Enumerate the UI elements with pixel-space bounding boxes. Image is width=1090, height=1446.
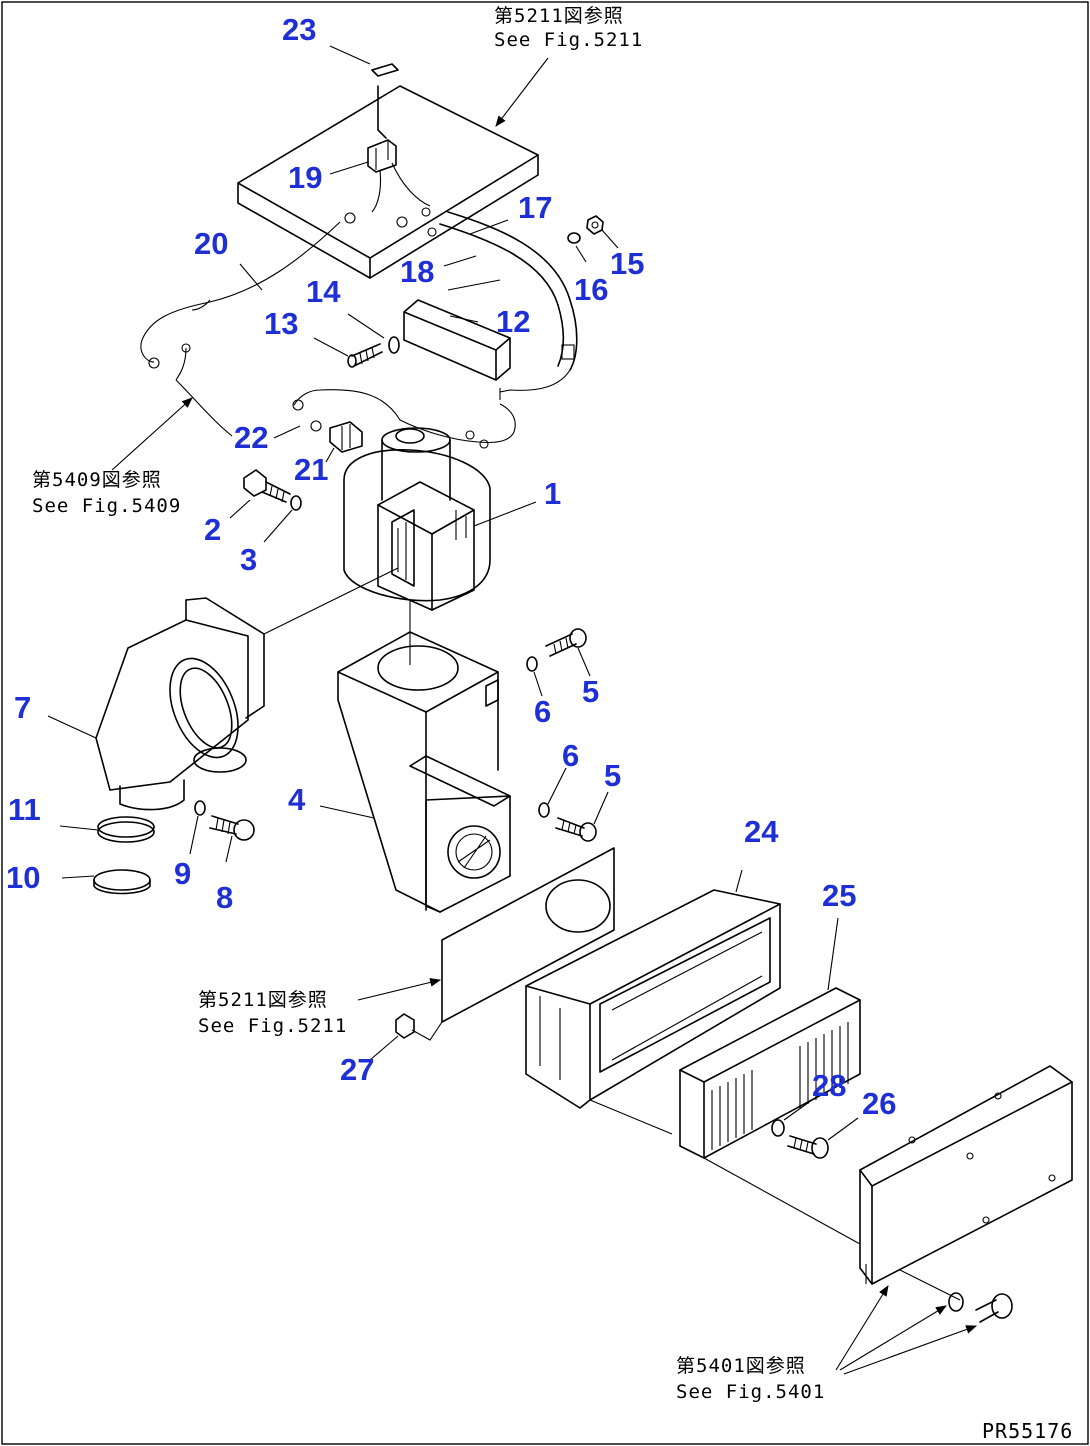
bolt-part-26: [787, 1135, 829, 1159]
drawing-number: PR55176: [982, 1419, 1073, 1443]
ref-5401-jp: 第5401図参照: [676, 1355, 806, 1377]
top-plate-part: [237, 85, 539, 279]
duct-part-7: [95, 597, 265, 811]
ring-part-10: [93, 869, 151, 895]
washer-part-6a: [526, 656, 538, 672]
reference-arrows: [111, 57, 978, 1375]
callout-12: 12: [496, 304, 530, 339]
ref-5211-mid-en: See Fig.5211: [198, 1015, 347, 1037]
callout-6b: 6: [562, 738, 579, 773]
connector-part-21: [310, 420, 363, 453]
ref-5211-top-en: See Fig.5211: [494, 29, 643, 51]
washer-part-5401: [948, 1292, 964, 1312]
callout-24: 24: [744, 814, 779, 849]
washer-part-6b: [538, 802, 550, 818]
assembly-line-c: [899, 1269, 961, 1301]
resistor-part-12: [403, 299, 511, 400]
ref-5211-mid-jp: 第5211図参照: [198, 989, 328, 1011]
hose-part-17: [439, 211, 578, 393]
clamp-part-11: [97, 816, 155, 843]
cover-panel-part: [859, 1065, 1073, 1285]
assembly-line-b: [703, 1157, 861, 1245]
callout-15: 15: [610, 246, 644, 281]
nut-part-15: [586, 215, 604, 235]
washer-part-9: [194, 800, 206, 816]
callout-21: 21: [294, 452, 328, 487]
screw-part-13: [347, 343, 383, 368]
callout-2: 2: [204, 512, 221, 547]
callout-1: 1: [544, 476, 561, 511]
leader-lines: [47, 45, 859, 1141]
assembly-line-a: [589, 1099, 673, 1135]
callout-19: 19: [288, 160, 322, 195]
ref-5409-jp: 第5409図参照: [32, 469, 162, 491]
cap-part-27: [395, 1013, 415, 1039]
axis-line-duct: [263, 567, 399, 635]
washer-part-16: [567, 232, 581, 244]
callout-27: 27: [340, 1052, 374, 1087]
callout-28: 28: [812, 1068, 846, 1103]
callout-10: 10: [6, 860, 40, 895]
ref-5409-en: See Fig.5409: [32, 495, 181, 517]
washer-part-3: [290, 495, 302, 511]
duct-part-4: [337, 631, 511, 913]
washer-part-28: [771, 1119, 785, 1137]
callout-25: 25: [822, 878, 856, 913]
bolt-part-8: [209, 815, 255, 841]
ref-5401-en: See Fig.5401: [676, 1381, 825, 1403]
bolt-part-5a: [545, 628, 587, 657]
callout-3: 3: [240, 542, 257, 577]
bolt-part-5b: [555, 817, 597, 842]
callout-11: 11: [8, 792, 41, 827]
callout-6a: 6: [534, 694, 551, 729]
callout-13: 13: [264, 306, 298, 341]
bolt-part-2: [243, 469, 291, 503]
callout-26: 26: [862, 1086, 896, 1121]
harness-part-20: [140, 221, 516, 449]
callout-17: 17: [518, 190, 552, 225]
callout-14: 14: [306, 274, 341, 309]
washer-part-14: [388, 336, 400, 354]
callout-23: 23: [282, 12, 316, 47]
callout-8: 8: [216, 880, 233, 915]
callout-7: 7: [14, 690, 31, 725]
callout-9: 9: [174, 856, 191, 891]
callout-5a: 5: [582, 674, 599, 709]
ref-5211-top-jp: 第5211図参照: [494, 5, 624, 27]
callout-16: 16: [574, 272, 608, 307]
callout-22: 22: [234, 420, 268, 455]
callout-5b: 5: [604, 758, 621, 793]
blower-motor-part-1: [343, 427, 491, 611]
gasket-sheet-part: [411, 847, 615, 1041]
switch-part-19: [344, 63, 437, 237]
case-part-24: [525, 889, 781, 1109]
callout-20: 20: [194, 226, 228, 261]
callout-18: 18: [400, 254, 434, 289]
knob-part-5401: [975, 1293, 1013, 1323]
callout-4: 4: [288, 782, 306, 817]
